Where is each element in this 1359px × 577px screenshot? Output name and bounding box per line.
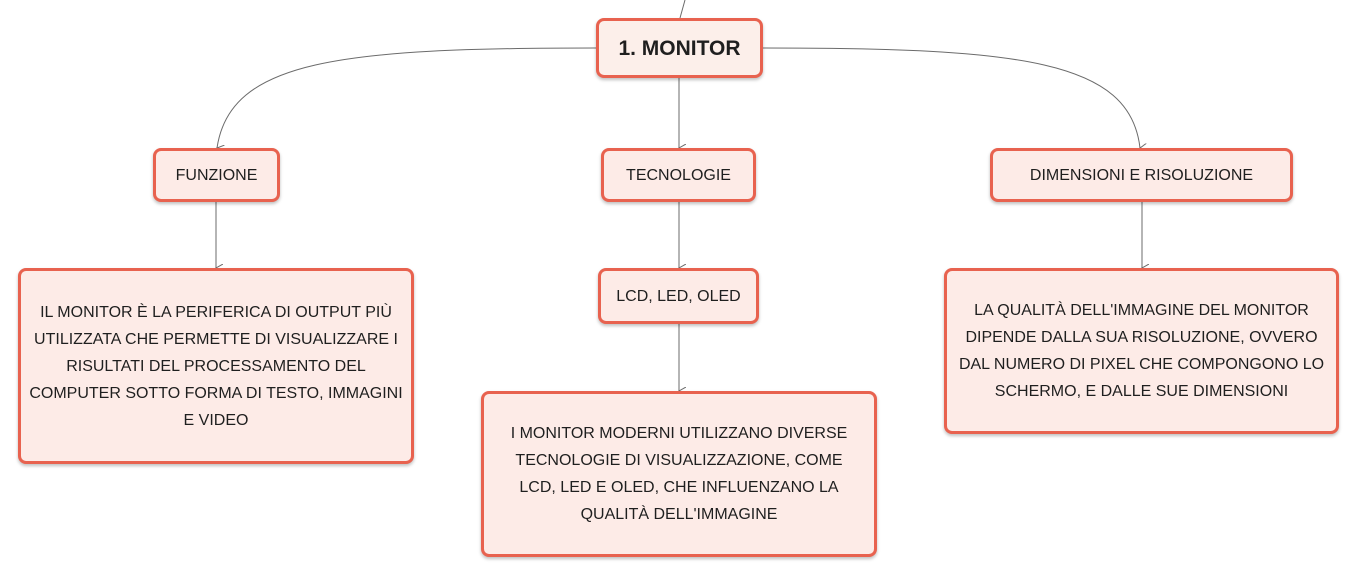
dimensioni-description-text: LA QUALITÀ DELL'IMMAGINE DEL MONITOR DIP…	[958, 302, 1325, 400]
node-funzione-description[interactable]: IL MONITOR È LA PERIFERICA DI OUTPUT PIÙ…	[18, 268, 414, 464]
node-dimensioni-risoluzione[interactable]: DIMENSIONI E RISOLUZIONE	[990, 148, 1293, 202]
connector-root-funzione	[217, 47, 597, 148]
connector-incoming	[679, 0, 686, 19]
node-dimensioni-label: DIMENSIONI E RISOLUZIONE	[1029, 166, 1254, 184]
root-node-label: 1. MONITOR	[618, 36, 741, 60]
node-tecnologie-label: TECNOLOGIE	[626, 166, 731, 184]
funzione-description-text: IL MONITOR È LA PERIFERICA DI OUTPUT PIÙ…	[29, 303, 403, 429]
lcd-led-oled-label: LCD, LED, OLED	[616, 287, 741, 305]
node-tecnologie-description[interactable]: I MONITOR MODERNI UTILIZZANO DIVERSE TEC…	[481, 391, 877, 557]
root-node-monitor[interactable]: 1. MONITOR	[596, 18, 763, 78]
node-tecnologie[interactable]: TECNOLOGIE	[601, 148, 756, 202]
node-lcd-led-oled[interactable]: LCD, LED, OLED	[598, 268, 759, 324]
connector-root-dimensioni	[762, 47, 1140, 148]
tecnologie-description-text: I MONITOR MODERNI UTILIZZANO DIVERSE TEC…	[510, 425, 848, 523]
node-funzione[interactable]: FUNZIONE	[153, 148, 280, 202]
node-dimensioni-description[interactable]: LA QUALITÀ DELL'IMMAGINE DEL MONITOR DIP…	[944, 268, 1339, 434]
node-funzione-label: FUNZIONE	[175, 166, 258, 184]
